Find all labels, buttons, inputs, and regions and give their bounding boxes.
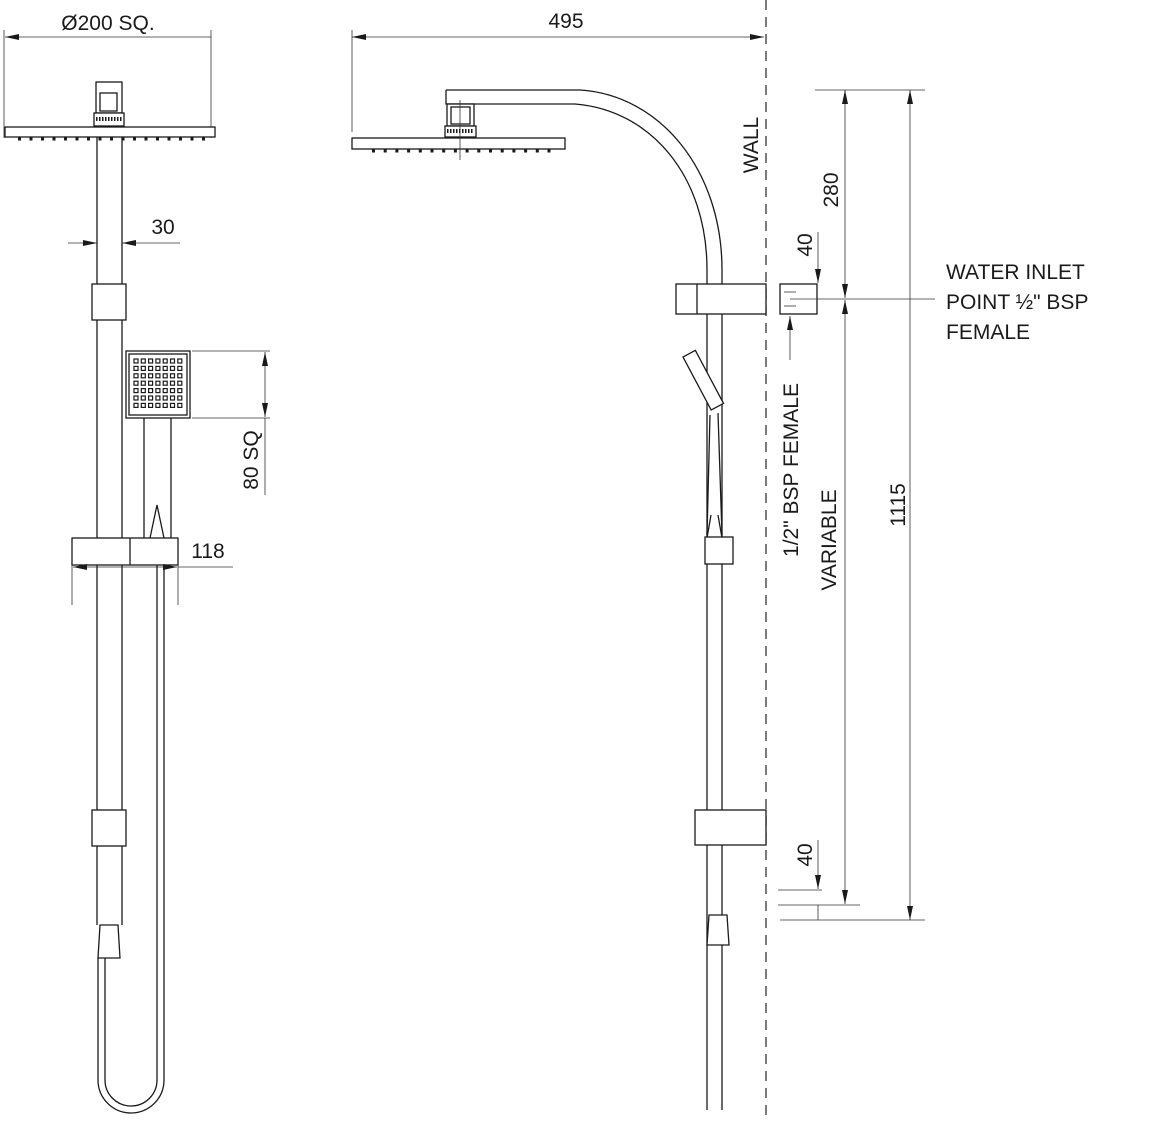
spray-hole — [162, 402, 168, 408]
spray-hole — [155, 380, 161, 386]
water-inlet-note: WATER INLET POINT ½" BSP FEMALE — [946, 261, 1088, 344]
spray-hole — [133, 402, 139, 408]
spray-hole — [148, 395, 154, 401]
spray-hole — [169, 365, 176, 371]
spray-hole — [148, 358, 154, 364]
spray-hole — [162, 373, 168, 379]
spray-hole — [140, 388, 146, 394]
water-inlet-line-2: POINT ½" BSP — [946, 291, 1088, 314]
inlet-offset-label: 40 — [794, 233, 817, 256]
spray-hole — [169, 402, 176, 408]
spray-hole — [177, 358, 183, 364]
projection-dimension: 495 — [351, 10, 764, 132]
side-hand-shower — [682, 349, 734, 565]
total-height-label: 1115 — [887, 483, 910, 527]
water-inlet-line-1: WATER INLET — [946, 261, 1085, 284]
spray-hole — [140, 373, 146, 379]
spray-hole — [155, 358, 161, 364]
water-inlet-line-3: FEMALE — [946, 321, 1030, 344]
spray-hole — [133, 365, 139, 371]
spray-hole — [140, 395, 146, 401]
riser-rail — [91, 137, 127, 959]
spray-hole — [155, 388, 161, 394]
hose-connection-label: 1/2" BSP FEMALE — [780, 383, 803, 557]
rail-width-dimension: 30 — [68, 216, 180, 246]
variable-label: VARIABLE — [818, 489, 841, 590]
spray-hole — [162, 365, 168, 371]
total-height-dimension: 1115 — [780, 90, 925, 921]
wall-label: WALL — [740, 117, 763, 173]
spray-hole — [177, 402, 183, 408]
slide-bracket: 118 — [71, 537, 233, 605]
arm-drop-label: 280 — [820, 172, 843, 207]
spray-hole — [148, 402, 154, 408]
hose — [97, 565, 165, 1114]
shower-arm — [351, 89, 723, 271]
spray-hole — [177, 365, 183, 371]
spray-hole — [177, 395, 183, 401]
spray-hole — [133, 388, 139, 394]
spray-hole — [169, 380, 176, 386]
spray-hole — [148, 380, 154, 386]
head-width-dimension: Ø200 SQ. — [3, 12, 212, 138]
variable-dimension: VARIABLE — [818, 300, 848, 904]
spray-hole — [155, 373, 161, 379]
spray-hole — [169, 373, 176, 379]
spray-hole — [133, 395, 139, 401]
spray-hole — [162, 388, 168, 394]
spray-hole — [162, 395, 168, 401]
spray-hole — [162, 358, 168, 364]
inlet-offset-dimension: 40 — [787, 232, 935, 360]
spray-hole — [140, 365, 146, 371]
spray-hole — [155, 365, 161, 371]
head-width-label: Ø200 SQ. — [61, 12, 154, 35]
spray-hole — [133, 373, 139, 379]
spray-hole — [148, 388, 154, 394]
spray-hole — [169, 358, 176, 364]
spray-hole — [177, 380, 183, 386]
hand-shower-size-dimension: 80 SQ — [192, 350, 270, 495]
spray-hole — [177, 373, 183, 379]
front-view: Ø200 SQ. 30 — [3, 12, 270, 1114]
hand-shower — [125, 350, 191, 539]
spray-hole — [155, 395, 161, 401]
spray-hole — [140, 402, 146, 408]
spray-hole — [133, 380, 139, 386]
spray-hole — [133, 358, 139, 364]
spray-hole — [155, 402, 161, 408]
spray-hole — [148, 365, 154, 371]
slide-bracket-label: 118 — [191, 540, 224, 563]
overhead-shower-head — [4, 81, 216, 141]
rail-width-label: 30 — [151, 216, 174, 239]
bottom-offset-dimension: 40 — [778, 840, 860, 920]
spray-hole — [148, 373, 154, 379]
bottom-offset-label: 40 — [794, 843, 817, 866]
side-view: 495 WALL — [351, 0, 1088, 1122]
arm-drop-dimension: 280 — [815, 89, 925, 298]
spray-hole — [140, 358, 146, 364]
side-rail — [675, 270, 767, 1110]
hand-shower-size-label: 80 SQ — [240, 430, 263, 490]
spray-hole — [169, 395, 176, 401]
spray-hole — [140, 380, 146, 386]
spray-hole — [177, 388, 183, 394]
spray-hole — [162, 380, 168, 386]
spray-hole — [169, 388, 176, 394]
projection-label: 495 — [548, 10, 583, 33]
